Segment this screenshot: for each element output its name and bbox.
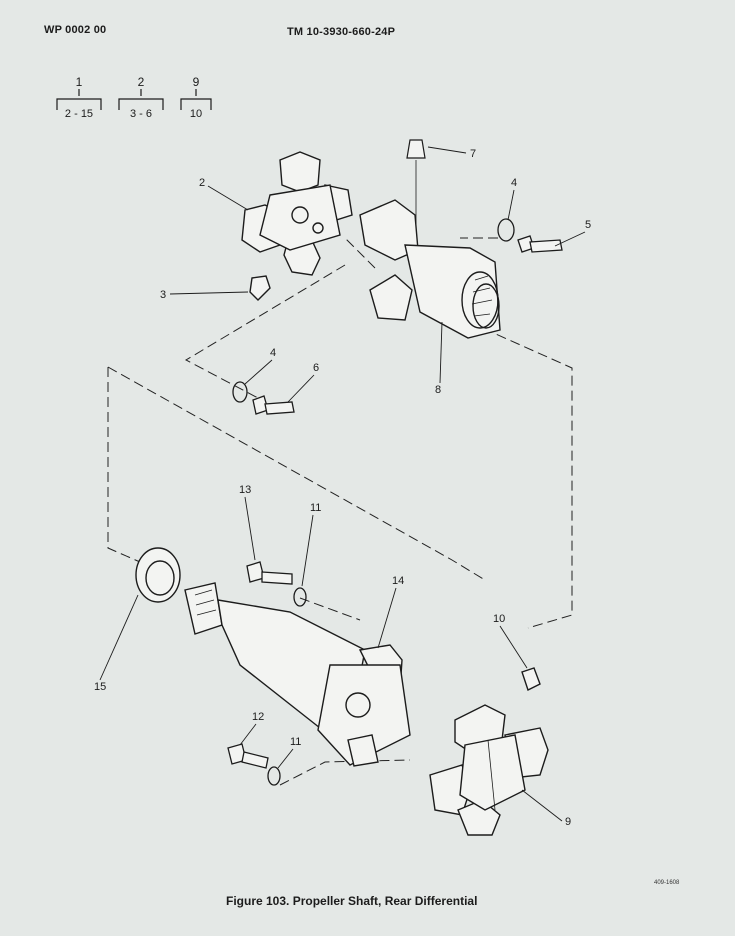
legend: 1 2 - 15 2 3 - 6 9 10 — [56, 75, 212, 120]
lower-fasteners — [227, 561, 307, 786]
callout-13: 13 — [239, 484, 251, 496]
callout-14: 14 — [392, 575, 404, 587]
legend-top-2: 2 — [138, 75, 145, 89]
callout-10: 10 — [493, 613, 505, 625]
callout-2: 2 — [199, 177, 205, 189]
cross-bearing-upper — [241, 151, 353, 301]
callouts: 2 3 7 4 5 4 6 8 13 11 14 15 10 12 11 9 — [94, 146, 591, 828]
end-yoke — [359, 199, 501, 339]
legend-top-1: 1 — [76, 75, 83, 89]
legend-bottom-2: 3 - 6 — [130, 108, 152, 120]
callout-15: 15 — [94, 681, 106, 693]
callout-7: 7 — [470, 148, 476, 160]
callout-8: 8 — [435, 384, 441, 396]
callout-6: 6 — [313, 362, 319, 374]
assembly-dashed-lines — [107, 237, 573, 786]
legend-bottom-3: 10 — [190, 108, 202, 120]
upper-fasteners — [232, 218, 563, 415]
work-package-number: WP 0002 00 — [44, 24, 107, 36]
callout-3: 3 — [160, 289, 166, 301]
callout-12: 12 — [252, 711, 264, 723]
callout-11a: 11 — [310, 502, 321, 514]
callout-4b: 4 — [270, 347, 276, 359]
illustration-code: 409-1608 — [654, 880, 680, 886]
propeller-shaft — [135, 547, 411, 767]
cross-bearing-lower — [429, 667, 549, 836]
legend-top-3: 9 — [193, 75, 200, 89]
callout-4a: 4 — [511, 177, 517, 189]
callout-5: 5 — [585, 219, 591, 231]
technical-manual-number: TM 10-3930-660-24P — [287, 26, 396, 38]
figure-caption: Figure 103. Propeller Shaft, Rear Differ… — [226, 894, 478, 908]
legend-bottom-1: 2 - 15 — [65, 108, 93, 120]
callout-9: 9 — [565, 816, 571, 828]
callout-11b: 11 — [290, 736, 301, 748]
